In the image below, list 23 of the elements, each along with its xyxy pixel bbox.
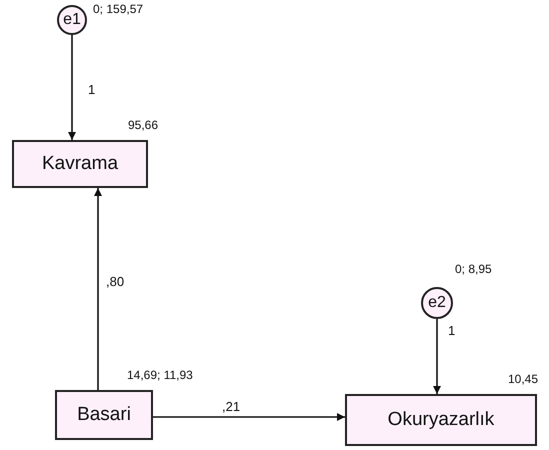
estimate-label: 95,66 [128,118,158,132]
arrow [68,35,76,140]
node-label: Kavrama [42,153,118,175]
edge-label: 1 [88,83,96,96]
node-label: Okuryazarlık [388,409,494,431]
variable-box [12,140,148,188]
edge-label: 1 [448,324,456,337]
variable-box [345,394,537,446]
estimate-label: 14,69; 11,93 [127,368,193,382]
edge-label: ,80 [106,275,124,288]
arrow [94,188,102,390]
variable-box [55,390,153,440]
estimate-label: 0; 159,57 [93,2,144,16]
node-label: e2 [428,294,446,312]
arrow [433,319,441,394]
edge-label: ,21 [222,400,240,413]
error-circle [57,5,87,35]
arrow [153,413,345,421]
node-label: Basari [77,404,131,426]
estimate-label: 0; 8,95 [455,262,492,276]
error-circle [421,287,453,319]
estimate-label: 10,45 [508,372,538,386]
node-label: e1 [63,11,81,29]
